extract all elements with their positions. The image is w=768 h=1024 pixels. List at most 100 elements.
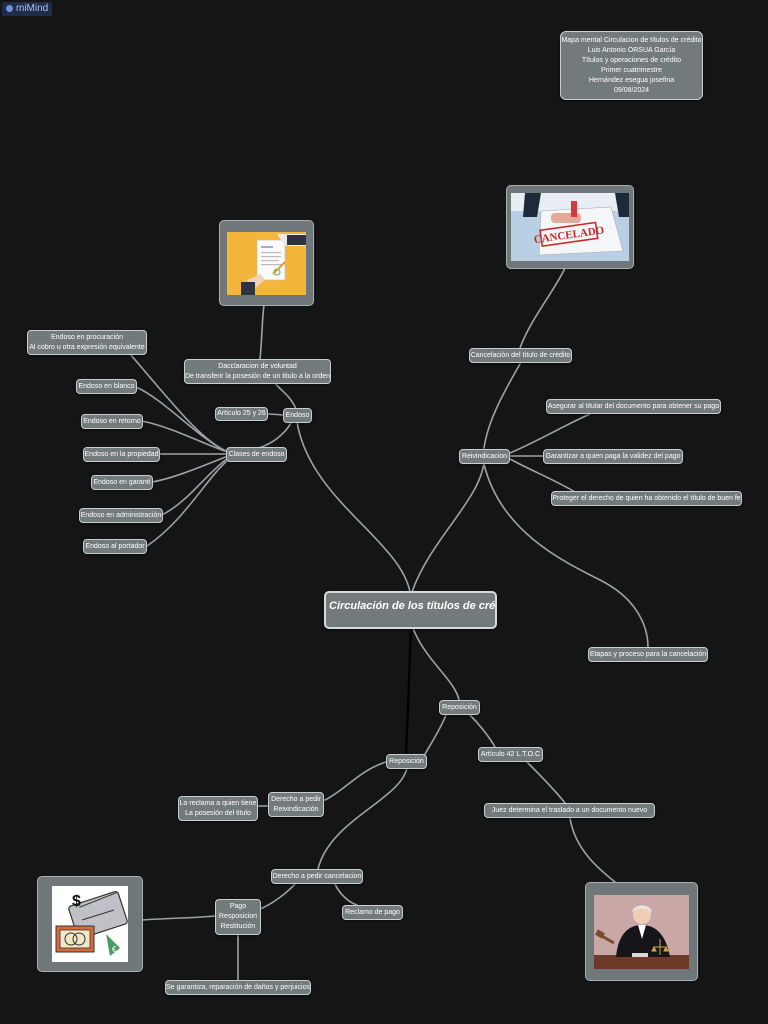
mimind-logo-icon [6,4,13,12]
app-badge[interactable]: miMind [2,2,53,16]
endoso-blanco-node[interactable]: Endoso en blanco [76,379,137,394]
judge-image-node[interactable] [585,882,698,981]
clase-line: Al cobro u otra expresión equivalente [29,343,145,351]
info-line: Títulos y operaciones de crédito [581,56,682,64]
edge-pago-image [141,915,216,921]
articulo-42-node[interactable]: Artículo 42 L.T.O.C [478,747,543,762]
edge-derecho-canc-pago [259,883,296,910]
payment-card-icon: $ € [52,886,128,962]
edge-declaration-image [259,304,265,360]
juez-label: Juez determina el traslado a un document… [491,806,648,814]
etapas-cancelacion-node[interactable]: Etapas y proceso para la cancelación [588,647,708,662]
edge-central-reposicion-lower [404,627,413,755]
edge-reivindicacion-asegurar [509,413,591,454]
pago-node[interactable]: Pago Resposicion Restitución [215,899,261,935]
clase-line: Endoso en procuración [51,333,123,341]
edge-clases-garanti [151,455,229,483]
endoso-garanti-node[interactable]: Endoso en garantí [91,475,153,490]
edge-derecho-canc-reclamo-pago [334,883,358,906]
reclamo-quien-node[interactable]: Lo reclama a quien tiene La posesión del… [178,796,258,821]
clase-label: Endoso en administración [80,511,162,519]
edge-repos-upper-lower [423,714,447,757]
endoso-label: Endoso [285,411,310,419]
edge-clases-portador [146,459,229,547]
reposicion-upper-node[interactable]: Reposición [439,700,480,715]
clases-label: Clases de endoso [228,450,285,458]
reivindicacion-label: Reivindicacion [461,452,508,460]
edge-reivindicacion-cancelacion [483,363,521,449]
edge-central-reposicion-upper [412,627,460,701]
info-box[interactable]: Mapa mental Circulacion de títulos de cr… [560,31,703,100]
pago-line: Resposicion [218,913,258,920]
endoso-administracion-node[interactable]: Endoso en administración [79,508,163,523]
article-25-26-node[interactable]: Artículo 25 y 26 [215,407,268,421]
clase-label: Endoso en retorno [83,417,141,425]
edge-repos-lower-derecho-reiv [324,761,387,801]
pago-line: Pago [229,903,247,910]
reivindicacion-node[interactable]: Reivindicacion [459,449,510,464]
edge-clases-blanco [135,386,229,453]
asegurar-titular-node[interactable]: Asegurar al titular del documento para o… [546,399,721,414]
info-line: Hernández esegua josefina [588,76,675,84]
endoso-propiedad-node[interactable]: Endoso en la propiedad [83,447,160,462]
edge-central-endoso [296,421,411,593]
info-line: Luis Antonio ORSUA García [587,46,676,54]
proteger-derecho-node[interactable]: Proteger el derecho de quien ha obtenido… [551,491,742,506]
info-line: Primer cuatrimestre [600,66,663,74]
derecho-cancelacion-node[interactable]: Derecho a pedir cancelacion [271,869,363,884]
endoso-retorno-node[interactable]: Endoso en retorno [81,414,143,429]
edge-repos-upper-articulo [469,714,496,748]
edge-endoso-clases [257,420,293,449]
cancelacion-label: Cancelación del título de crédito [470,351,571,359]
juez-determina-node[interactable]: Juez determina el traslado a un document… [484,803,655,818]
reivindicacion-item: Proteger el derecho de quien ha obtenido… [552,494,741,502]
judge-icon [594,894,689,969]
edge-juez-image [569,817,616,883]
edge-endoso-article [267,413,286,416]
edge-repos-lower-derecho-canc [317,767,408,870]
endoso-procuracion-node[interactable]: Endoso en procuración Al cobro u otra ex… [27,330,147,355]
edge-endoso-declaration [274,382,297,410]
reposicion-label: Reposición [442,703,477,711]
document-signing-icon [227,231,306,295]
edge-articulo-juez [526,761,566,804]
declaration-line: De transferir la posesión de un titulo a… [184,372,331,380]
endoso-portador-node[interactable]: Endoso al portador [83,539,147,554]
clase-label: Endoso en garantí [93,478,151,486]
reclamo-line: La posesión del titulo [185,809,251,817]
payment-image-node[interactable]: $ € [37,876,143,972]
cancelacion-titulo-node[interactable]: Cancelación del título de crédito [469,348,572,363]
edge-clases-retorno [141,420,229,453]
articulo-label: Artículo 42 L.T.O.C [480,750,541,758]
reivindicacion-item: Asegurar al titular del documento para o… [547,402,720,410]
info-line: 09/08/2024 [613,86,650,94]
reclamo-line: Lo reclama a quien tiene [179,799,257,807]
edge-cancelacion-image [519,267,566,349]
svg-text:$: $ [72,893,81,910]
pago-line: Restitución [220,923,256,930]
reclamo-pago-label: Reclamo de pago [345,908,400,916]
cancelled-stamp-icon: CANCELADO [511,193,629,261]
cancelado-image-node[interactable]: CANCELADO [506,185,634,269]
reclamo-pago-node[interactable]: Reclamo de pago [342,905,403,920]
svg-text:€: € [112,945,117,954]
info-line: Mapa mental Circulacion de títulos de cr… [561,36,702,44]
declaration-node[interactable]: Dacclaracion de voluntad De transferir l… [184,359,331,384]
central-topic-label: Circulación de los títulos de crédito. [329,600,496,612]
article-label: Artículo 25 y 26 [217,410,266,417]
clase-label: Endoso en blanco [78,382,135,390]
central-topic[interactable]: Circulación de los títulos de crédito. [324,591,497,629]
edge-reivindicacion-etapas [483,463,649,648]
reposicion-lower-node[interactable]: Reposición [386,754,427,769]
endoso-node[interactable]: Endoso [283,408,312,423]
derecho-line: Reivindicación [273,805,319,813]
reposicion-label: Reposición [389,757,424,765]
garantia-node[interactable]: Se garantiza, reparación de daños y perj… [165,980,311,995]
derecho-reivindicacion-node[interactable]: Derecho a pedir Reivindicación [268,792,324,817]
document-image-node[interactable] [219,220,314,306]
derecho-line: Derecho a pedir [271,795,321,803]
clase-label: Endoso en la propiedad [84,450,159,458]
clases-endoso-node[interactable]: Clases de endoso [226,447,287,462]
garantizar-pago-node[interactable]: Garantizar a quien paga la validez del p… [543,449,683,464]
